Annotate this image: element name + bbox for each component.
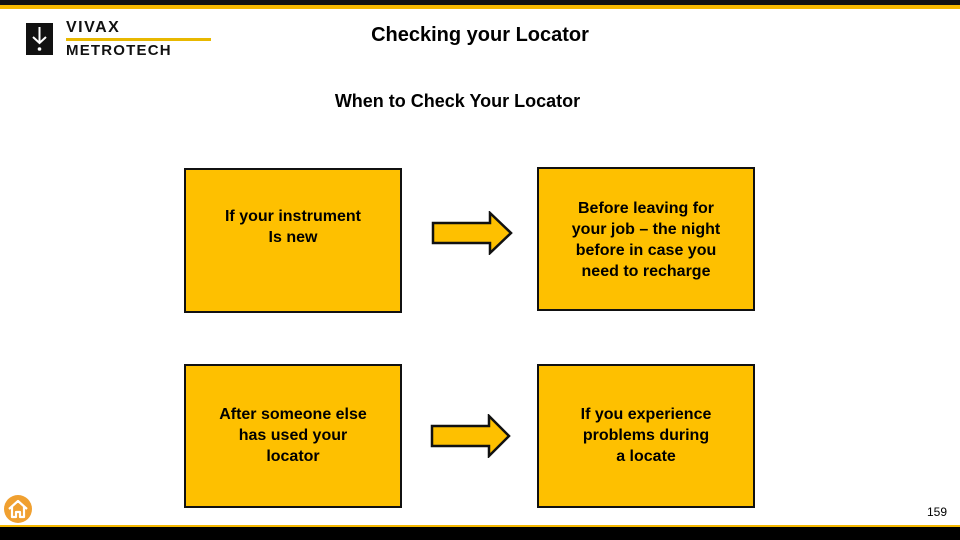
box-after-someone-used: After someone else has used your locator — [184, 364, 402, 508]
logo-text-bottom: METROTECH — [66, 42, 172, 59]
top-bar — [0, 0, 960, 5]
logo-text-top: VIVAX — [66, 19, 121, 36]
top-accent-bar — [0, 5, 960, 9]
home-icon[interactable] — [3, 494, 33, 529]
page-title: Checking your Locator — [371, 24, 589, 46]
arrow-right-icon — [431, 210, 513, 260]
box-experience-problems: If you experience problems during a loca… — [537, 364, 755, 508]
bottom-bar — [0, 527, 960, 540]
page-number: 159 — [926, 505, 947, 519]
section-subtitle: When to Check Your Locator — [334, 91, 581, 111]
box-instrument-new: If your instrument Is new — [184, 168, 402, 313]
box-before-leaving: Before leaving for your job – the night … — [537, 167, 755, 311]
arrow-right-icon — [430, 412, 512, 463]
logo-divider — [66, 38, 211, 41]
bottom-accent-bar — [0, 525, 960, 527]
logo-icon — [26, 23, 53, 55]
